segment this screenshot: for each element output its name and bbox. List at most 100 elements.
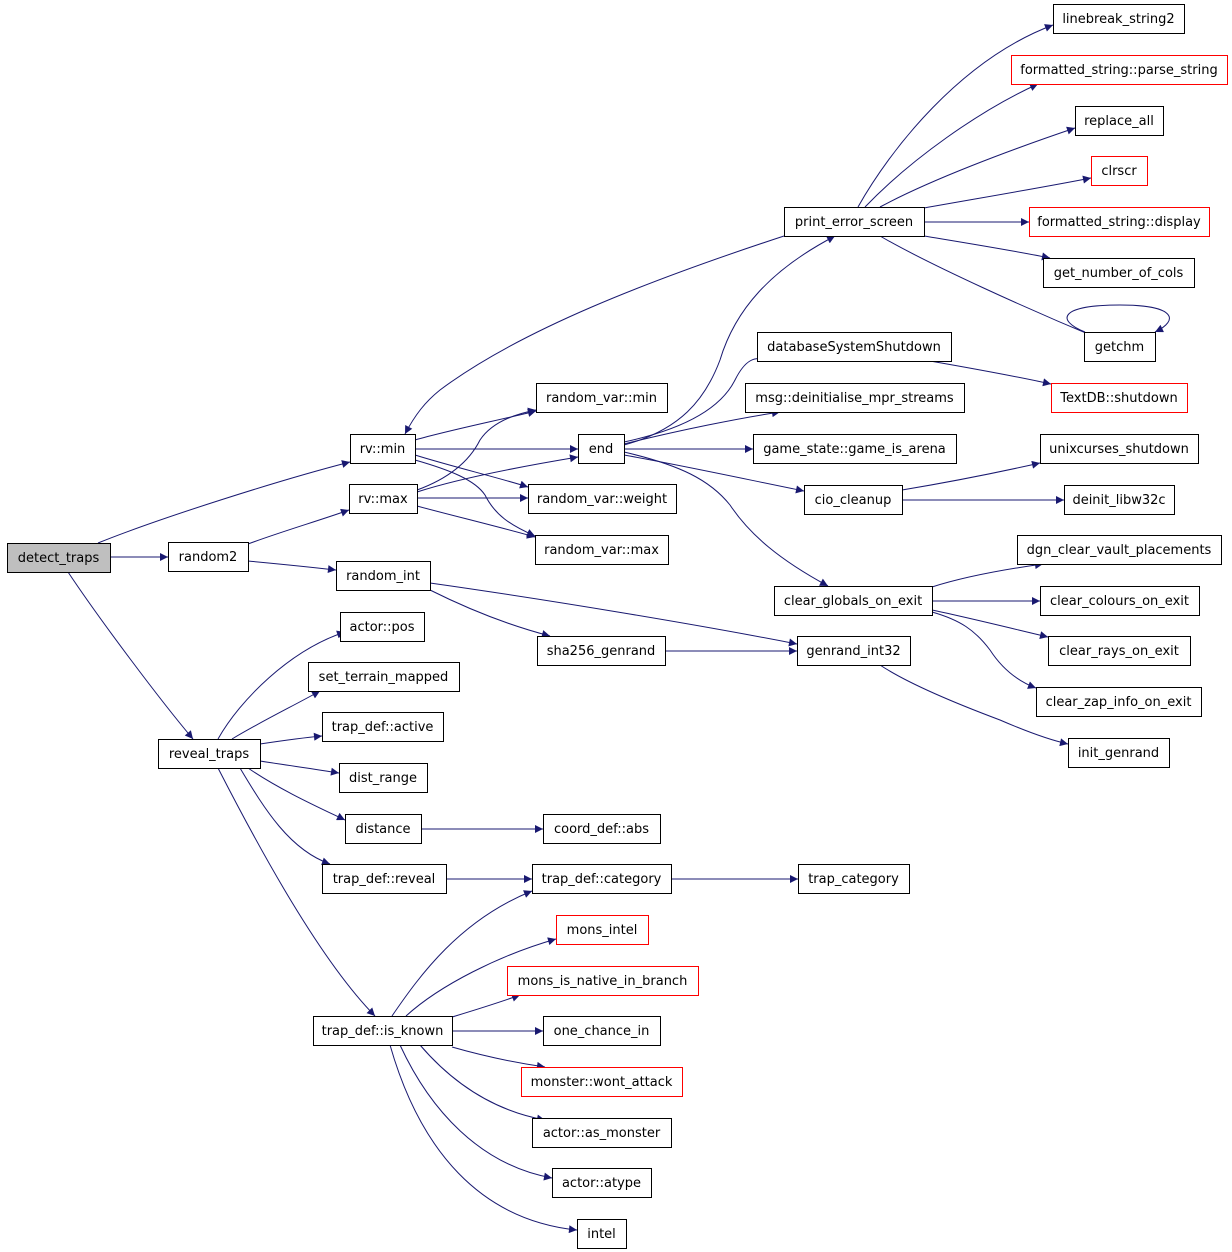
node-box[interactable] — [578, 434, 625, 464]
node-cio_cleanup[interactable]: cio_cleanup — [804, 485, 903, 515]
node-random_var_max[interactable]: random_var::max — [535, 535, 669, 565]
node-box[interactable] — [797, 636, 911, 666]
node-box[interactable] — [1051, 383, 1188, 413]
node-trap_def_reveal[interactable]: trap_def::reveal — [322, 864, 447, 894]
node-trap_def_is_known[interactable]: trap_def::is_known — [313, 1016, 453, 1046]
node-clear_colours_on_exit[interactable]: clear_colours_on_exit — [1040, 586, 1200, 616]
node-sha256_genrand[interactable]: sha256_genrand — [537, 636, 666, 666]
node-box[interactable] — [1053, 4, 1185, 34]
node-box[interactable] — [577, 1219, 627, 1249]
node-random_var_weight[interactable]: random_var::weight — [528, 484, 677, 514]
node-box[interactable] — [313, 1016, 453, 1046]
node-end[interactable]: end — [578, 434, 625, 464]
node-box[interactable] — [532, 864, 672, 894]
node-game_state_is_arena[interactable]: game_state::game_is_arena — [753, 434, 957, 464]
node-mons_intel[interactable]: mons_intel — [556, 915, 649, 945]
node-box[interactable] — [556, 915, 649, 945]
node-box[interactable] — [543, 814, 661, 844]
node-box[interactable] — [322, 864, 447, 894]
node-box[interactable] — [340, 612, 425, 642]
node-get_number_of_cols[interactable]: get_number_of_cols — [1043, 258, 1195, 288]
node-textdb_shutdown[interactable]: TextDB::shutdown — [1051, 383, 1188, 413]
node-dgn_clear_vault_placements[interactable]: dgn_clear_vault_placements — [1017, 535, 1222, 565]
node-fs_parse_string[interactable]: formatted_string::parse_string — [1011, 55, 1228, 85]
node-box[interactable] — [322, 712, 444, 742]
node-replace_all[interactable]: replace_all — [1075, 106, 1164, 136]
node-box[interactable] — [158, 739, 261, 769]
node-box[interactable] — [532, 1118, 672, 1148]
node-actor_atype[interactable]: actor::atype — [552, 1168, 652, 1198]
node-box[interactable] — [1040, 586, 1200, 616]
node-box[interactable] — [507, 966, 699, 996]
node-box[interactable] — [784, 207, 925, 237]
node-clear_zap_info_on_exit[interactable]: clear_zap_info_on_exit — [1036, 687, 1202, 717]
node-box[interactable] — [1043, 258, 1195, 288]
node-box[interactable] — [1064, 485, 1175, 515]
node-actor_as_monster[interactable]: actor::as_monster — [532, 1118, 672, 1148]
node-box[interactable] — [757, 332, 952, 362]
node-random_int[interactable]: random_int — [336, 561, 431, 591]
node-box[interactable] — [1011, 55, 1228, 85]
node-init_genrand[interactable]: init_genrand — [1068, 738, 1170, 768]
node-trap_def_active[interactable]: trap_def::active — [322, 712, 444, 742]
node-box[interactable] — [1017, 535, 1222, 565]
node-deinit_libw32c[interactable]: deinit_libw32c — [1064, 485, 1175, 515]
node-genrand_int32[interactable]: genrand_int32 — [797, 636, 911, 666]
node-box[interactable] — [536, 383, 668, 413]
node-box[interactable] — [350, 434, 416, 464]
node-box[interactable] — [349, 484, 418, 514]
node-intel[interactable]: intel — [577, 1219, 627, 1249]
node-box[interactable] — [528, 484, 677, 514]
node-clrscr[interactable]: clrscr — [1091, 156, 1148, 186]
node-box[interactable] — [7, 543, 111, 573]
node-box[interactable] — [521, 1067, 683, 1097]
node-box[interactable] — [543, 1016, 661, 1046]
node-box[interactable] — [1068, 738, 1170, 768]
node-box[interactable] — [1036, 687, 1202, 717]
node-fs_display[interactable]: formatted_string::display — [1029, 207, 1210, 237]
node-clear_globals_on_exit[interactable]: clear_globals_on_exit — [774, 586, 933, 616]
node-print_error_screen[interactable]: print_error_screen — [784, 207, 925, 237]
node-box[interactable] — [308, 662, 460, 692]
node-distance[interactable]: distance — [345, 814, 422, 844]
node-coord_def_abs[interactable]: coord_def::abs — [543, 814, 661, 844]
node-box[interactable] — [1075, 106, 1164, 136]
node-box[interactable] — [336, 561, 431, 591]
node-unixcurses_shutdown[interactable]: unixcurses_shutdown — [1040, 434, 1199, 464]
node-clear_rays_on_exit[interactable]: clear_rays_on_exit — [1048, 636, 1191, 666]
node-msg_deinitialise[interactable]: msg::deinitialise_mpr_streams — [745, 383, 965, 413]
node-monster_wont_attack[interactable]: monster::wont_attack — [521, 1067, 683, 1097]
node-trap_def_category[interactable]: trap_def::category — [532, 864, 672, 894]
node-one_chance_in[interactable]: one_chance_in — [543, 1016, 661, 1046]
node-linebreak_string2[interactable]: linebreak_string2 — [1053, 4, 1185, 34]
node-random2[interactable]: random2 — [168, 542, 249, 572]
node-box[interactable] — [535, 535, 669, 565]
node-box[interactable] — [1084, 332, 1156, 362]
node-box[interactable] — [537, 636, 666, 666]
node-box[interactable] — [804, 485, 903, 515]
node-rv_min[interactable]: rv::min — [350, 434, 416, 464]
node-set_terrain_mapped[interactable]: set_terrain_mapped — [308, 662, 460, 692]
node-rv_max[interactable]: rv::max — [349, 484, 418, 514]
node-box[interactable] — [1091, 156, 1148, 186]
node-box[interactable] — [168, 542, 249, 572]
node-getchm[interactable]: getchm — [1084, 332, 1156, 362]
node-actor_pos[interactable]: actor::pos — [340, 612, 425, 642]
node-dist_range[interactable]: dist_range — [339, 763, 428, 793]
node-box[interactable] — [345, 814, 422, 844]
node-random_var_min[interactable]: random_var::min — [536, 383, 668, 413]
node-box[interactable] — [745, 383, 965, 413]
node-box[interactable] — [1040, 434, 1199, 464]
node-trap_category[interactable]: trap_category — [798, 864, 910, 894]
node-databaseSystemShutdown[interactable]: databaseSystemShutdown — [757, 332, 952, 362]
node-box[interactable] — [552, 1168, 652, 1198]
node-box[interactable] — [339, 763, 428, 793]
node-box[interactable] — [1048, 636, 1191, 666]
node-box[interactable] — [798, 864, 910, 894]
node-mons_is_native_in_branch[interactable]: mons_is_native_in_branch — [507, 966, 699, 996]
node-box[interactable] — [753, 434, 957, 464]
node-reveal_traps[interactable]: reveal_traps — [158, 739, 261, 769]
node-detect_traps[interactable]: detect_traps — [7, 543, 111, 573]
node-box[interactable] — [1029, 207, 1210, 237]
node-box[interactable] — [774, 586, 933, 616]
